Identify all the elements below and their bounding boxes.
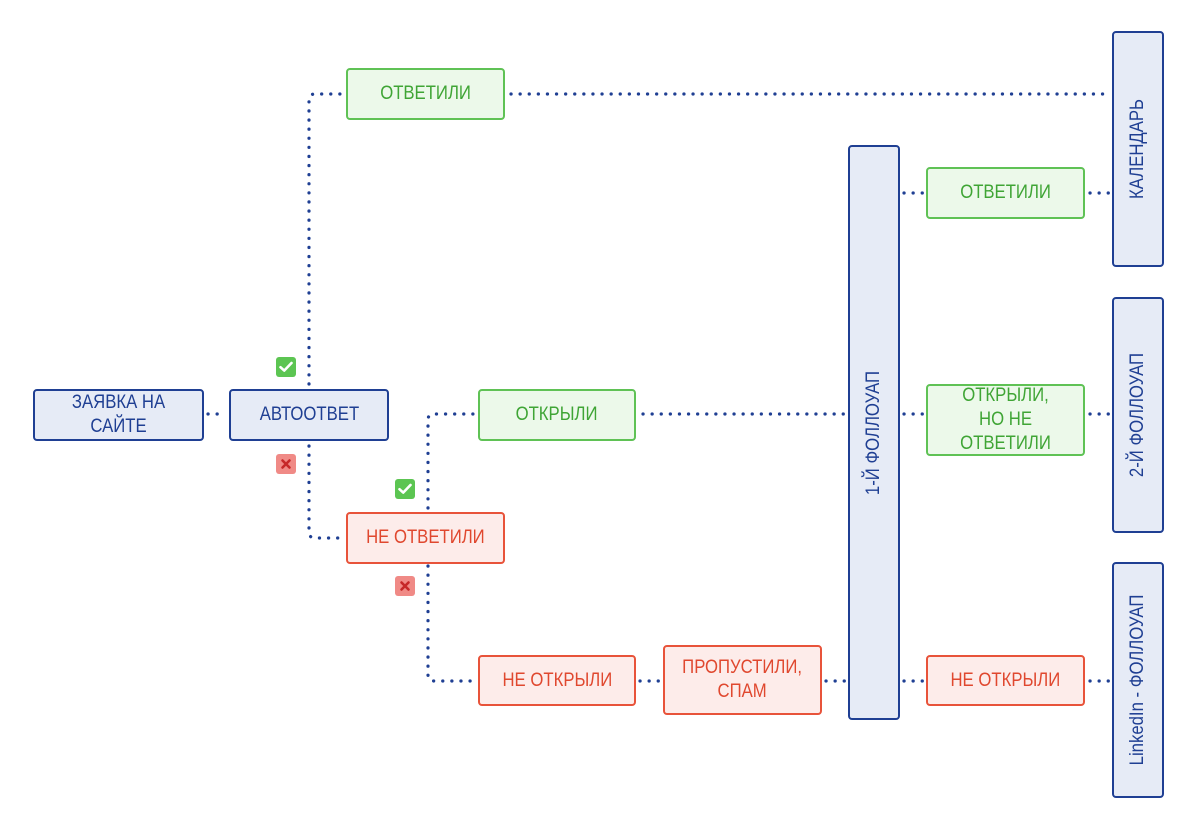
connector-autoreply-answered [307,92,346,386]
answered-top-node: ОТВЕТИЛИ [346,68,505,120]
opened-label: ОТКРЫЛИ [516,404,598,425]
not-answered-label: НЕ ОТВЕТИЛИ [366,527,485,548]
connector-autoreply-not-answered [307,444,346,540]
answered-top-label: ОТВЕТИЛИ [380,83,471,104]
request-node: ЗАЯВКА НА САЙТЕ [33,389,204,441]
not-opened-right-label: НЕ ОТКРЫЛИ [950,669,1061,691]
opened-not-answered-label: ОТКРЫЛИ, НО НЕ ОТВЕТИЛИ [960,385,1051,454]
request-label: ЗАЯВКА НА САЙТЕ [71,392,166,437]
cross-icon [395,576,415,596]
followup-1-node: 1-Й ФОЛЛОУАП [848,145,900,720]
linkedin-followup-label: LinkedIn - ФОЛЛОУАП [1127,594,1148,766]
not-answered-node: НЕ ОТВЕТИЛИ [346,512,505,564]
opened-node: ОТКРЫЛИ [478,389,636,441]
opened-not-answered-node: ОТКРЫЛИ, НО НЕ ОТВЕТИЛИ [926,384,1085,456]
answered-right-label: ОТВЕТИЛИ [960,182,1051,203]
not-opened-left-label: НЕ ОТКРЫЛИ [502,669,612,691]
not-opened-right-node: НЕ ОТКРЫЛИ [926,655,1085,706]
autoreply-node: АВТООТВЕТ [229,389,389,441]
linkedin-followup-node: LinkedIn - ФОЛЛОУАП [1112,562,1164,798]
followup-2-node: 2-Й ФОЛЛОУАП [1112,297,1164,533]
calendar-node: КАЛЕНДАРЬ [1112,31,1164,267]
cross-icon [276,454,296,474]
skipped-spam-label: ПРОПУСТИЛИ, СПАМ [682,657,803,702]
calendar-label: КАЛЕНДАРЬ [1127,98,1148,200]
autoreply-label: АВТООТВЕТ [259,404,359,425]
skipped-spam-node: ПРОПУСТИЛИ, СПАМ [663,645,822,715]
check-icon [276,357,296,377]
connector-not-answered-opened [426,412,477,510]
check-icon [395,479,415,499]
not-opened-left-node: НЕ ОТКРЫЛИ [478,655,636,706]
followup-1-label: 1-Й ФОЛЛОУАП [863,370,884,495]
followup-2-label: 2-Й ФОЛЛОУАП [1127,352,1148,478]
connector-not-answered-not-opened [426,564,477,683]
answered-right-node: ОТВЕТИЛИ [926,167,1085,219]
